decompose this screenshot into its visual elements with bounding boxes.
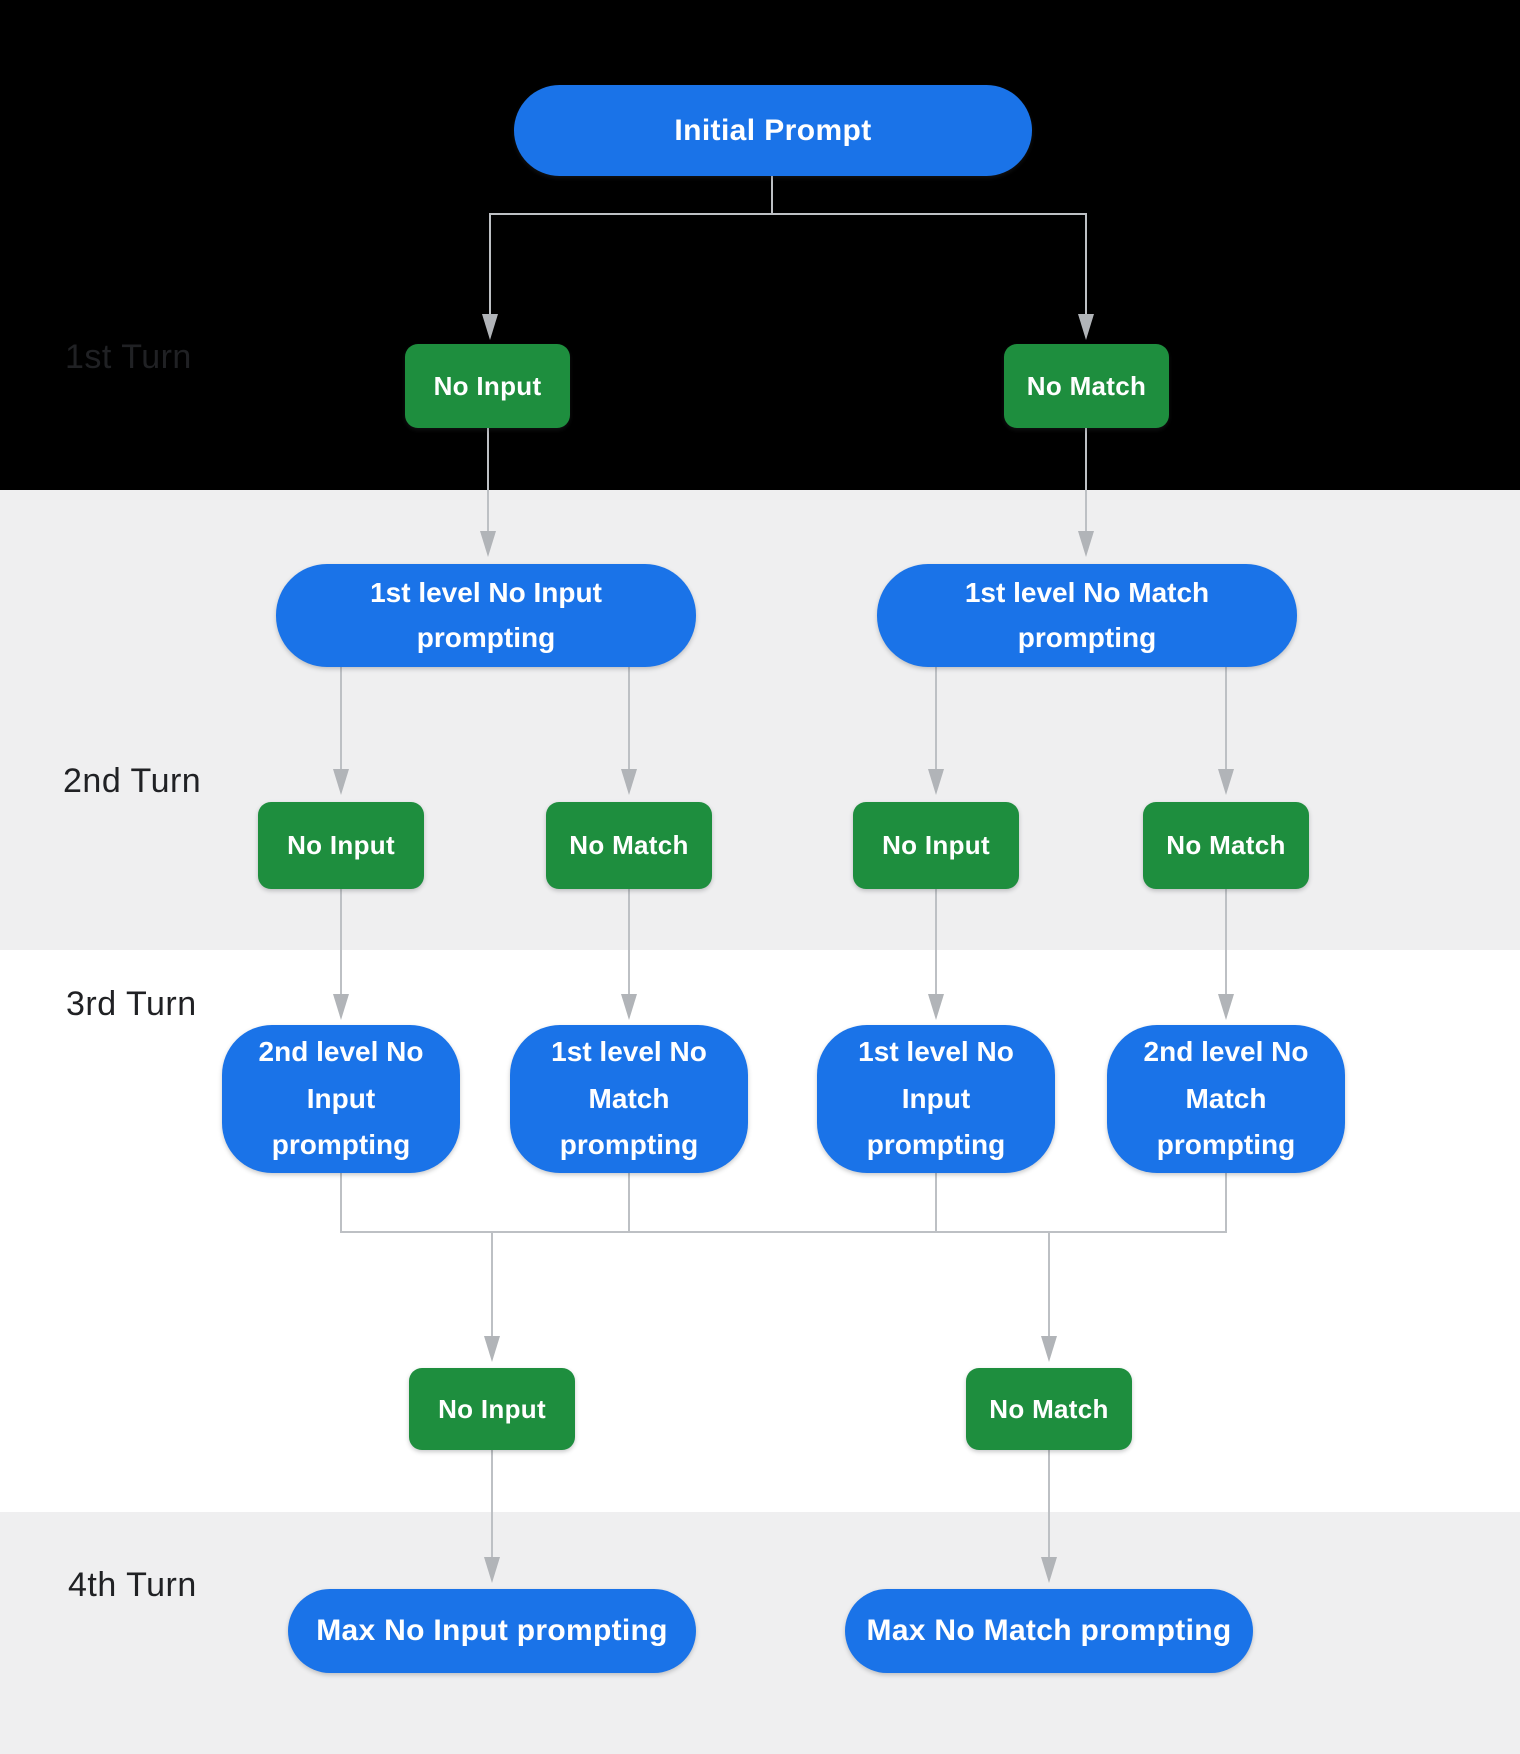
node-initial-prompt: Initial Prompt: [514, 85, 1032, 176]
connector-line: [340, 667, 342, 769]
node-turn1-no-input: No Input: [405, 344, 570, 428]
arrow-down: [1078, 314, 1094, 340]
connector-line: [935, 1173, 937, 1233]
turn-label-1: 1st Turn: [65, 338, 192, 376]
arrow-down: [333, 994, 349, 1020]
node-turn2-no-match-2: No Match: [1143, 802, 1309, 889]
connector-convergence-bar: [340, 1231, 1227, 1233]
node-turn3-no-input: No Input: [409, 1368, 575, 1450]
node-2nd-level-no-input-prompting: 2nd level No Input prompting: [222, 1025, 460, 1173]
turn-label-2: 2nd Turn: [63, 762, 202, 800]
arrow-down: [1078, 531, 1094, 557]
band-turn-1: [0, 0, 1520, 490]
connector-line: [1048, 1450, 1050, 1557]
connector-line: [491, 1450, 493, 1557]
node-turn1-no-match: No Match: [1004, 344, 1169, 428]
node-2nd-level-no-match-prompting: 2nd level No Match prompting: [1107, 1025, 1345, 1173]
connector-line: [1048, 1231, 1050, 1336]
arrow-down: [484, 1336, 500, 1362]
node-1st-level-no-input-prompting: 1st level No Input prompting: [276, 564, 696, 667]
turn-label-4: 4th Turn: [68, 1566, 197, 1604]
connector-line: [1085, 427, 1087, 531]
node-1st-level-no-input-prompting-2: 1st level No Input prompting: [817, 1025, 1055, 1173]
arrow-down: [333, 769, 349, 795]
connector-branch-bar-top: [490, 213, 1087, 215]
connector-line: [628, 889, 630, 994]
arrow-down: [1218, 994, 1234, 1020]
arrow-down: [928, 994, 944, 1020]
arrow-down: [1041, 1557, 1057, 1583]
arrow-down: [1041, 1336, 1057, 1362]
arrow-down: [621, 994, 637, 1020]
node-turn2-no-match-1: No Match: [546, 802, 712, 889]
connector-line: [1225, 667, 1227, 769]
node-turn3-no-match: No Match: [966, 1368, 1132, 1450]
connector-line: [491, 1231, 493, 1336]
band-turn-4: [0, 1512, 1520, 1754]
node-max-no-match-prompting: Max No Match prompting: [845, 1589, 1253, 1673]
connector-line: [340, 1173, 342, 1233]
connector-line: [935, 889, 937, 994]
arrow-down: [621, 769, 637, 795]
turn-label-3: 3rd Turn: [66, 985, 197, 1023]
connector-line: [340, 889, 342, 994]
node-turn2-no-input-1: No Input: [258, 802, 424, 889]
node-1st-level-no-match-prompting: 1st level No Match prompting: [877, 564, 1297, 667]
connector-line: [628, 1173, 630, 1233]
arrow-down: [928, 769, 944, 795]
connector-line: [1085, 213, 1087, 314]
node-turn2-no-input-2: No Input: [853, 802, 1019, 889]
arrow-down: [484, 1557, 500, 1583]
connector-line: [487, 427, 489, 531]
arrow-down: [480, 531, 496, 557]
connector-line: [1225, 1173, 1227, 1233]
arrow-down: [482, 314, 498, 340]
node-max-no-input-prompting: Max No Input prompting: [288, 1589, 696, 1673]
connector-line: [935, 667, 937, 769]
node-1st-level-no-match-prompting-2: 1st level No Match prompting: [510, 1025, 748, 1173]
connector-line: [489, 213, 491, 314]
arrow-down: [1218, 769, 1234, 795]
connector-line: [628, 667, 630, 769]
connector-initial-stub: [771, 176, 773, 214]
connector-line: [1225, 889, 1227, 994]
